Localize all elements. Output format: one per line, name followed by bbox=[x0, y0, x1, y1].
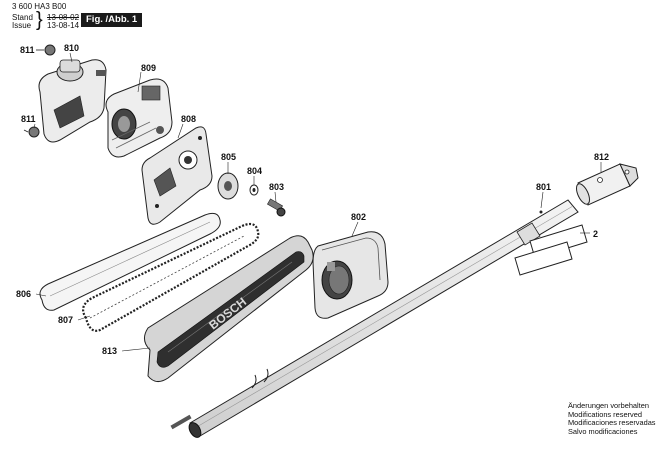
issue-date: 13-08-14 bbox=[47, 21, 80, 30]
washer bbox=[249, 184, 259, 196]
fixing-screw bbox=[267, 198, 286, 217]
pole-end-cap bbox=[576, 163, 639, 206]
stand-date: 13-08-02 bbox=[47, 13, 80, 22]
stand-label: Stand bbox=[12, 13, 33, 22]
screw-811-left bbox=[23, 126, 40, 138]
label-sleeve bbox=[514, 224, 588, 276]
part-label-808: 808 bbox=[181, 114, 196, 124]
brace-symbol: } bbox=[36, 9, 43, 31]
screw-811-top bbox=[36, 44, 56, 56]
part-label-810: 810 bbox=[64, 43, 79, 53]
saw-chain bbox=[81, 222, 260, 332]
part-label-2: 2 bbox=[593, 229, 598, 239]
motor-assembly bbox=[105, 78, 173, 158]
modification-notice: Änderungen vorbehalten Modifications res… bbox=[568, 401, 656, 436]
part-label-807: 807 bbox=[58, 315, 73, 325]
part-label-806: 806 bbox=[16, 289, 31, 299]
part-label-809: 809 bbox=[141, 63, 156, 73]
part-label-801: 801 bbox=[536, 182, 551, 192]
part-label-813: 813 bbox=[102, 346, 117, 356]
handle-housing bbox=[38, 59, 107, 143]
part-label-811-top: 811 bbox=[20, 45, 35, 55]
part-label-812: 812 bbox=[594, 152, 609, 162]
notice-line-de: Änderungen vorbehalten bbox=[568, 401, 649, 410]
leader-lines bbox=[33, 52, 602, 352]
telescopic-pole bbox=[170, 199, 579, 438]
gear-housing-plate bbox=[141, 126, 213, 225]
part-label-804: 804 bbox=[247, 166, 262, 176]
notice-line-en: Modifications reserved bbox=[568, 409, 642, 419]
document-number: 3 600 HA3 B00 bbox=[12, 2, 67, 11]
part-label-802: 802 bbox=[351, 212, 366, 222]
part-number-labels: 811 810 809 811 808 805 804 803 802 801 … bbox=[16, 43, 609, 356]
part-label-811-left: 811 bbox=[21, 114, 36, 124]
notice-line-pt: Salvo modificaciones bbox=[568, 426, 638, 436]
chain-sprocket bbox=[217, 172, 239, 200]
part-label-805: 805 bbox=[221, 152, 236, 162]
notice-line-es: Modificaciones reservadas bbox=[568, 418, 656, 428]
guide-bar bbox=[39, 212, 221, 311]
side-cover bbox=[312, 231, 389, 319]
figure-badge: Fig. /Abb. 1 bbox=[81, 13, 143, 27]
issue-label: Issue bbox=[12, 21, 32, 30]
part-label-803: 803 bbox=[269, 182, 284, 192]
